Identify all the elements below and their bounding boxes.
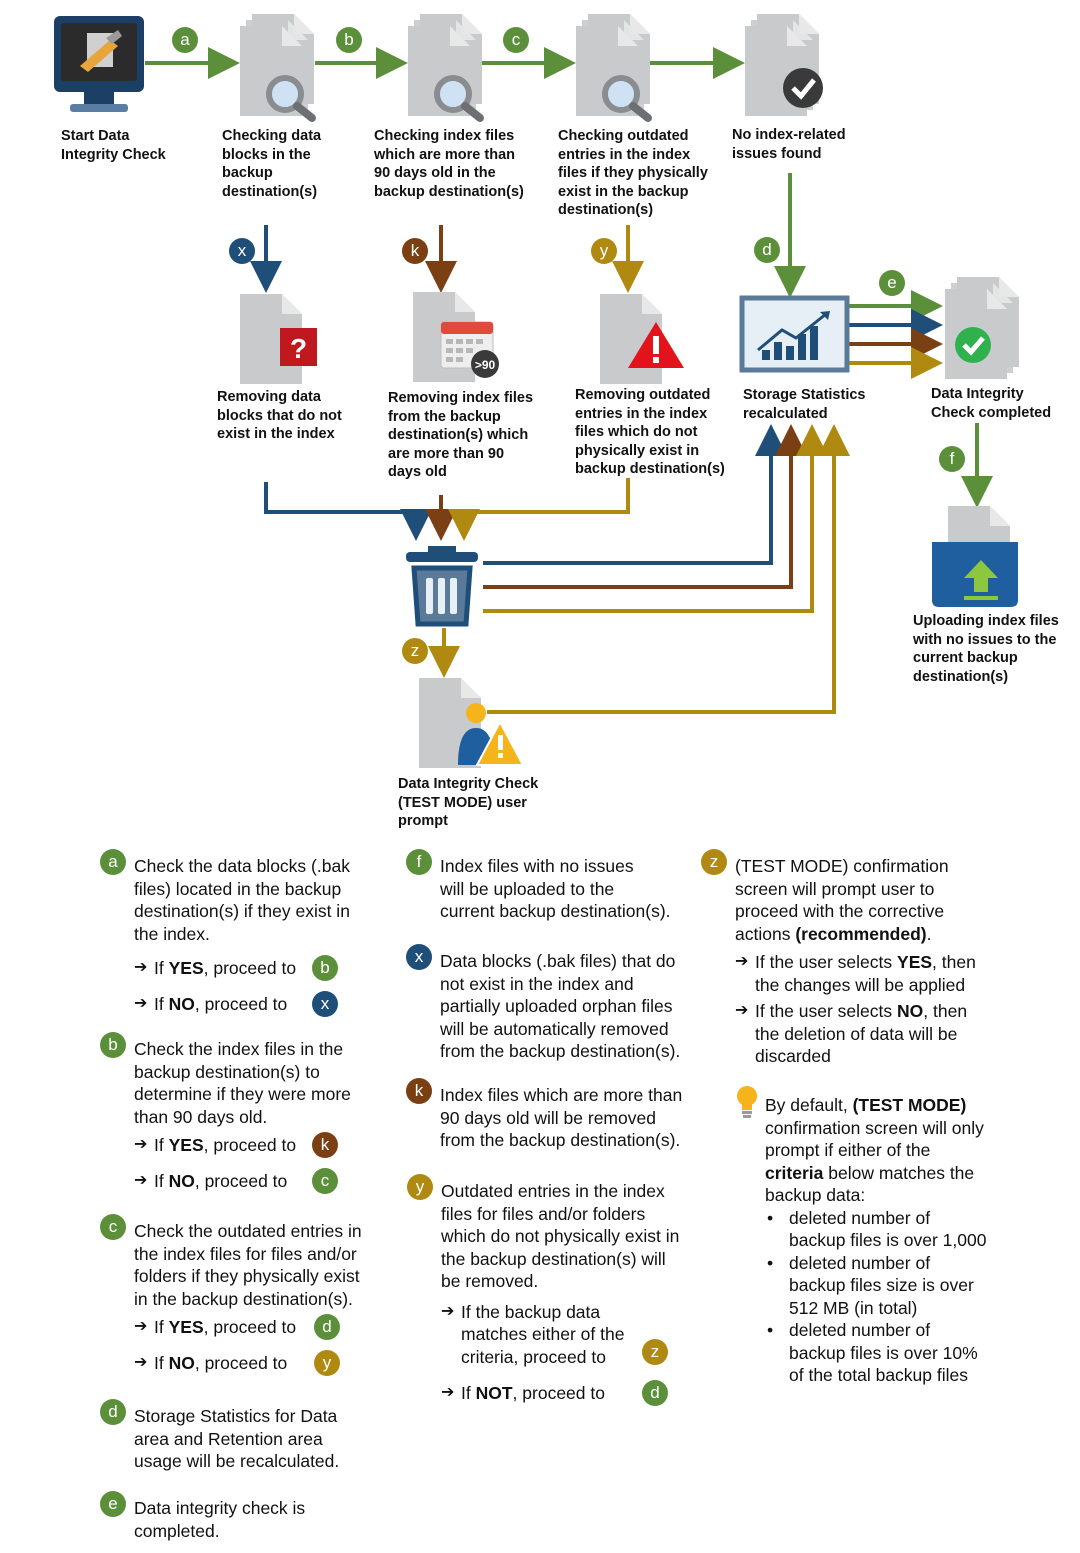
node-check-outdated-label: Checking outdated entries in the index f… [558,128,708,218]
legend-y-opt1: ➔If the backup data matches either of th… [441,1301,711,1369]
legend-c: c Check the outdated entries in the inde… [100,1214,404,1380]
legend-badge-c: c [100,1214,126,1240]
legend-tip-bullet-3: •deleted number of backup files is over … [767,1320,978,1385]
completed-docs-icon [945,277,1019,379]
legend-tip-bullet-1: •deleted number of backup files is over … [767,1207,987,1251]
legend-tip-text: By default, (TEST MODE) confirmation scr… [765,1095,984,1205]
badge-e-flow: e [879,270,905,296]
user-warning-doc-icon [419,678,525,768]
legend-y-opt2-badge: d [642,1380,668,1406]
legend-badge-b: b [100,1032,126,1058]
arrow-trash-to-stats-brown [483,424,807,589]
legend-badge-a: a [100,849,126,875]
arrow-prompt-to-stats [487,424,850,714]
arrow-trash-to-stats-gold [483,424,828,613]
legend-b: b Check the index files in the backup de… [100,1032,394,1198]
node-remove-outdated-label: Removing outdated entries in the index f… [575,387,725,477]
legend-e-text: Data integrity check is completed. [134,1498,306,1541]
calendar-doc-icon: >90 [413,292,499,382]
legend-badge-y: y [407,1174,433,1200]
legend-y: y Outdated entries in the index files fo… [407,1174,711,1410]
node-completed-label: Data Integrity Check completed [931,386,1052,421]
legend-z: z (TEST MODE) confirmation screen will p… [701,849,1035,1068]
legend-a-text: Check the data blocks (.bak files) locat… [134,856,350,944]
badge-c-flow: c [503,27,529,53]
legend-a-yes-badge: b [312,955,338,981]
upload-icon [932,506,1018,607]
node-no-issues-label: No index-related issues found [732,127,846,162]
node-check-index-label: Checking index files which are more than… [374,128,524,200]
arrow-remove-outdated-to-trash [448,478,630,541]
legend-tip: By default, (TEST MODE) confirmation scr… [737,1086,1065,1387]
badge-a-flow: a [172,27,198,53]
question-doc-icon: ? [240,294,317,384]
monitor-icon [54,16,144,112]
legend-f: f Index files with no issues will be upl… [406,849,710,923]
legend-c-yes-badge: d [314,1314,340,1340]
legend-y-text: Outdated entries in the index files for … [441,1181,680,1291]
legend-z-yes: ➔If the user selects YES, then the chang… [735,952,976,995]
node-remove-blocks-label: Removing data blocks that do not exist i… [217,389,342,442]
legend-badge-d: d [100,1399,126,1425]
lightbulb-icon [737,1086,757,1118]
arrow-remove-blocks-to-trash [264,482,432,541]
legend-badge-f: f [406,849,432,875]
badge-k-flow: k [402,238,428,264]
node-start-label: Start Data Integrity Check [61,128,166,163]
magnifier-docs-icon-1 [240,14,316,122]
legend-tip-bullet-2: •deleted number of backup files size is … [767,1252,974,1318]
legend-b-no-badge: c [312,1168,338,1194]
legend-d-text: Storage Statistics for Data area and Ret… [134,1406,340,1471]
calendar-badge-text: >90 [475,358,496,372]
badge-d-flow: d [754,237,780,263]
badge-y-flow: y [591,238,617,264]
badge-z-flow: z [402,638,428,664]
svg-text:?: ? [290,333,307,364]
legend-c-text: Check the outdated entries in the index … [134,1221,362,1309]
legend-x: x Data blocks (.bak files) that do not e… [406,944,710,1063]
magnifier-docs-icon-3 [576,14,652,122]
legend-b-text: Check the index files in the backup dest… [134,1039,351,1127]
legend-y-opt1-badge: z [642,1338,668,1365]
magnifier-docs-icon-2 [408,14,484,122]
trash-icon [406,546,478,627]
badge-b-flow: b [336,27,362,53]
legend-x-text: Data blocks (.bak files) that do not exi… [440,951,681,1061]
badge-f-flow: f [939,446,965,472]
node-uploading-label: Uploading index files with no issues to … [913,613,1059,685]
legend-k: k Index files which are more than 90 day… [406,1078,710,1152]
badge-x-flow: x [229,238,255,264]
check-docs-icon [745,14,823,116]
legend-z-text: (TEST MODE) confirmation screen will pro… [735,856,949,944]
legend-badge-z: z [701,849,727,875]
legend-badge-x: x [406,944,432,970]
legend-d: d Storage Statistics for Data area and R… [100,1399,394,1473]
chart-monitor-icon [739,295,850,373]
flow-diagram: ? >90 [54,0,1080,768]
legend-badge-e: e [100,1491,126,1517]
node-storage-stats-label: Storage Statistics recalculated [743,387,866,422]
legend-a: a Check the data blocks (.bak files) loc… [100,849,394,1021]
node-test-prompt-label: Data Integrity Check (TEST MODE) user pr… [398,776,539,829]
legend-a-no-badge: x [312,991,338,1017]
arrow-trash-to-stats-blue [483,424,787,565]
legend-k-text: Index files which are more than 90 days … [440,1085,683,1150]
legend-z-no: ➔If the user selects NO, then the deleti… [735,1001,968,1066]
legend-badge-k: k [406,1078,432,1104]
legend-b-yes-badge: k [312,1132,338,1158]
node-check-blocks-label: Checking data blocks in the backup desti… [222,128,322,200]
warning-doc-icon [600,294,684,384]
legend-e: e Data integrity check is completed. [100,1491,394,1542]
node-remove-index-label: Removing index files from the backup des… [388,390,534,480]
legend-f-text: Index files with no issues will be uploa… [440,856,671,921]
legend-c-no-badge: y [314,1350,340,1376]
